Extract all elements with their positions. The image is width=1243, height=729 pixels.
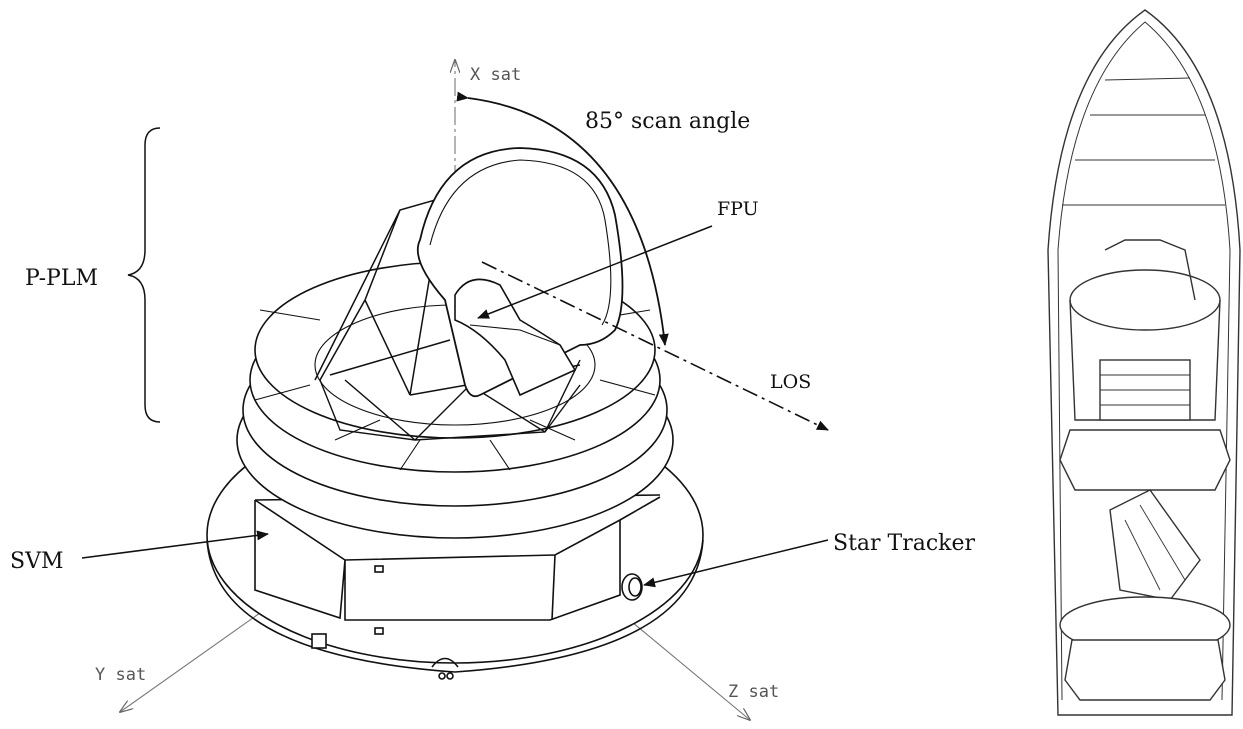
svm-vent-1 <box>374 565 384 573</box>
base-notch <box>431 657 459 668</box>
scan-angle-label: 85° scan angle <box>585 109 750 134</box>
svm-leader <box>81 530 269 559</box>
x-axis-label: X sat <box>470 65 521 85</box>
upper-payload-reflector <box>1069 269 1221 331</box>
fairing-inner <box>1057 21 1231 701</box>
y-axis-label: Y sat <box>95 665 146 685</box>
los-line <box>481 261 829 431</box>
svm-label: SVM <box>10 549 64 574</box>
p-plm-label: P-PLM <box>25 266 98 291</box>
scan-angle-arc <box>456 91 669 346</box>
star-tracker-device <box>621 573 643 601</box>
p-plm-brace <box>127 127 161 423</box>
launch-fairing <box>1047 9 1241 716</box>
z-axis-label: Z sat <box>728 682 779 702</box>
upper-payload-svm <box>1059 429 1231 491</box>
svm-fitting-left <box>311 633 327 649</box>
star-tracker-leader <box>643 539 829 588</box>
star-tracker-label: Star Tracker <box>833 531 976 556</box>
lower-payload-svm <box>1064 639 1226 701</box>
fpu-label: FPU <box>717 198 759 220</box>
spacecraft-assembly <box>206 147 704 680</box>
support-truss <box>319 359 581 441</box>
svm-vent-2 <box>374 627 384 635</box>
los-label: LOS <box>770 371 811 393</box>
fpu-leader <box>477 225 713 319</box>
base-platform-lower-edge <box>206 539 704 673</box>
telescope-frame <box>314 199 581 396</box>
svm-body <box>254 499 621 621</box>
